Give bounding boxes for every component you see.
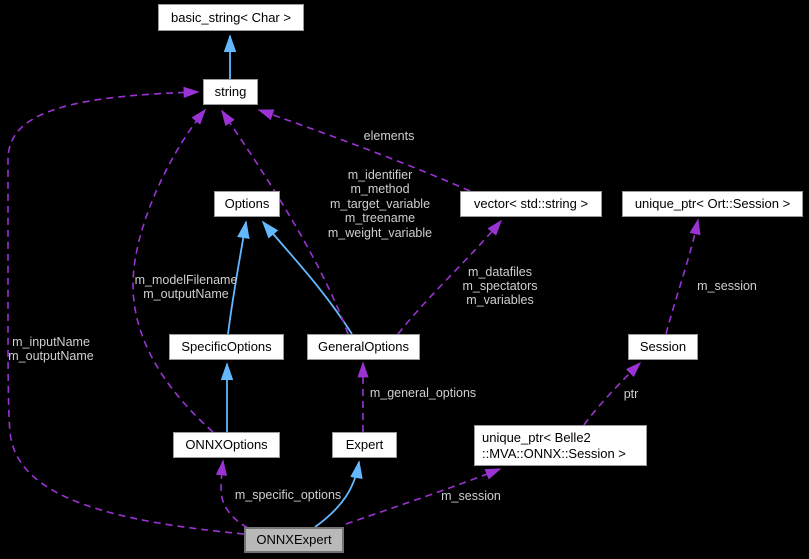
node-specific-options-label: SpecificOptions — [181, 339, 272, 354]
edge-label-m-specific-options: m_specific_options — [234, 488, 342, 502]
edge-label-elements: elements — [363, 129, 415, 143]
node-expert[interactable]: Expert — [332, 432, 397, 458]
node-string-label: string — [214, 84, 247, 99]
node-specific-options[interactable]: SpecificOptions — [169, 334, 284, 360]
edge-label-general-string-members-2: m_target_variable — [329, 196, 431, 211]
edge-session-to-unique-ptr-ort — [665, 218, 701, 335]
edge-onnx-expert-to-expert — [314, 460, 363, 528]
node-session-label: Session — [639, 339, 687, 354]
node-expert-label: Expert — [345, 437, 384, 452]
edge-label-general-string-members-0: m_identifier — [347, 168, 413, 182]
edge-label-datafiles-group-2: m_variables — [466, 293, 534, 307]
edge-label-model-filename-1: m_outputName — [143, 287, 229, 301]
edge-general-options-to-string — [221, 109, 349, 335]
edge-label-datafiles-group-0: m_datafiles — [468, 265, 532, 279]
edge-label-m-general-options: m_general_options — [369, 386, 477, 400]
node-general-options[interactable]: GeneralOptions — [307, 334, 420, 360]
edge-label-model-filename-0: m_modelFilename — [134, 273, 238, 287]
edge-label-ptr: ptr — [623, 387, 639, 401]
edge-label-input-output-name-0: m_inputName — [12, 335, 90, 349]
node-unique-ptr-ort-session-label: unique_ptr< Ort::Session > — [634, 196, 791, 211]
node-unique-ptr-belle2-session[interactable]: unique_ptr< Belle2::MVA::ONNX::Session > — [474, 425, 647, 466]
edge-label-m-session-bottom: m_session — [441, 489, 501, 503]
edge-general-options-to-vector — [397, 219, 503, 335]
node-onnx-options[interactable]: ONNXOptions — [173, 432, 280, 458]
node-onnx-expert-label: ONNXExpert — [256, 532, 332, 547]
edge-onnx-expert-to-onnx-options — [215, 459, 249, 529]
edge-vector-to-string-elements — [257, 109, 471, 192]
edge-specific-options-to-options — [227, 220, 250, 335]
edge-onnx-expert-to-string-left — [7, 86, 245, 535]
node-unique-ptr-ort-session[interactable]: unique_ptr< Ort::Session > — [622, 191, 803, 217]
node-onnx-expert: ONNXExpert — [244, 527, 344, 553]
edge-label-datafiles-group-1: m_spectators — [462, 279, 538, 293]
node-onnx-options-label: ONNXOptions — [185, 437, 268, 452]
node-options-label: Options — [224, 196, 270, 211]
edge-label-m-session-top: m_session — [697, 279, 757, 293]
node-options[interactable]: Options — [214, 191, 280, 217]
edge-onnx-expert-to-unique-ptr-belle2 — [345, 468, 502, 525]
node-general-options-label: GeneralOptions — [317, 339, 410, 354]
edge-unique-ptr-belle2-to-session — [583, 361, 642, 426]
edge-label-general-string-members-4: m_weight_variable — [327, 225, 433, 240]
edge-onnx-options-to-string — [132, 108, 214, 433]
edge-label-general-string-members-1: m_method — [350, 182, 410, 197]
node-session[interactable]: Session — [628, 334, 698, 360]
node-string[interactable]: string — [203, 79, 258, 105]
node-unique-ptr-belle2-session-label: ::MVA::ONNX::Session > — [482, 445, 626, 461]
edge-label-input-output-name-1: m_outputName — [8, 349, 94, 363]
node-vector-std-string-label: vector< std::string > — [473, 196, 589, 211]
node-basic-string[interactable]: basic_string< Char > — [158, 4, 304, 31]
node-vector-std-string[interactable]: vector< std::string > — [460, 191, 602, 217]
edge-label-general-string-members-3: m_treename — [344, 211, 416, 226]
node-basic-string-label: basic_string< Char > — [171, 9, 291, 25]
node-unique-ptr-belle2-session-label: unique_ptr< Belle2 — [482, 429, 591, 445]
